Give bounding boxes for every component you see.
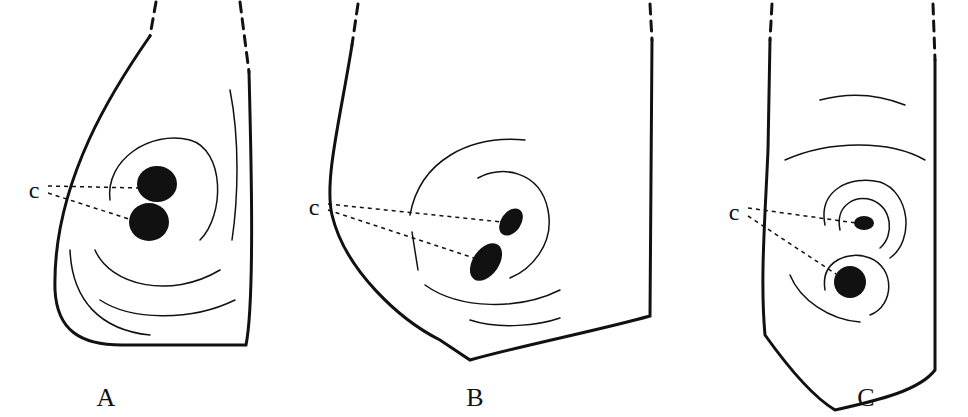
callout-letter: c — [729, 200, 740, 224]
contour-line — [100, 300, 235, 316]
contour-line — [230, 90, 237, 240]
leader-line — [748, 208, 856, 223]
callout-letter: c — [309, 195, 320, 219]
outline-dashed — [240, 2, 249, 72]
dark-spot — [129, 203, 169, 241]
contour-line — [470, 318, 560, 326]
leader-line — [48, 193, 132, 220]
leader-line — [48, 186, 140, 188]
dark-spot — [834, 266, 866, 298]
contour-line — [824, 255, 888, 315]
limb-outline — [330, 40, 652, 360]
contour-line — [785, 145, 925, 160]
limb-outline — [763, 40, 935, 410]
dark-spot — [854, 216, 874, 230]
contour-line — [70, 250, 150, 335]
contour-line — [839, 199, 889, 248]
contour-line — [110, 138, 218, 240]
dark-spot — [494, 204, 528, 240]
outline-dashed — [650, 4, 652, 40]
panel-letter: A — [97, 385, 116, 411]
contour-line — [820, 95, 905, 105]
dark-spot — [463, 237, 508, 286]
panel-letter: C — [857, 385, 874, 411]
contour-line — [410, 139, 525, 215]
leader-line — [748, 216, 836, 274]
limb-outline — [55, 36, 252, 345]
outline-dashed — [933, 4, 935, 60]
contour-line — [824, 180, 906, 258]
leader-line — [328, 210, 474, 258]
contour-line — [425, 285, 560, 304]
contour-line — [95, 250, 220, 286]
callout-letter: c — [29, 178, 40, 202]
dark-spot — [137, 166, 177, 202]
outline-dashed — [770, 4, 772, 40]
outline-dashed — [352, 4, 358, 45]
panel-letter: B — [466, 385, 483, 411]
outline-dashed — [150, 2, 156, 36]
